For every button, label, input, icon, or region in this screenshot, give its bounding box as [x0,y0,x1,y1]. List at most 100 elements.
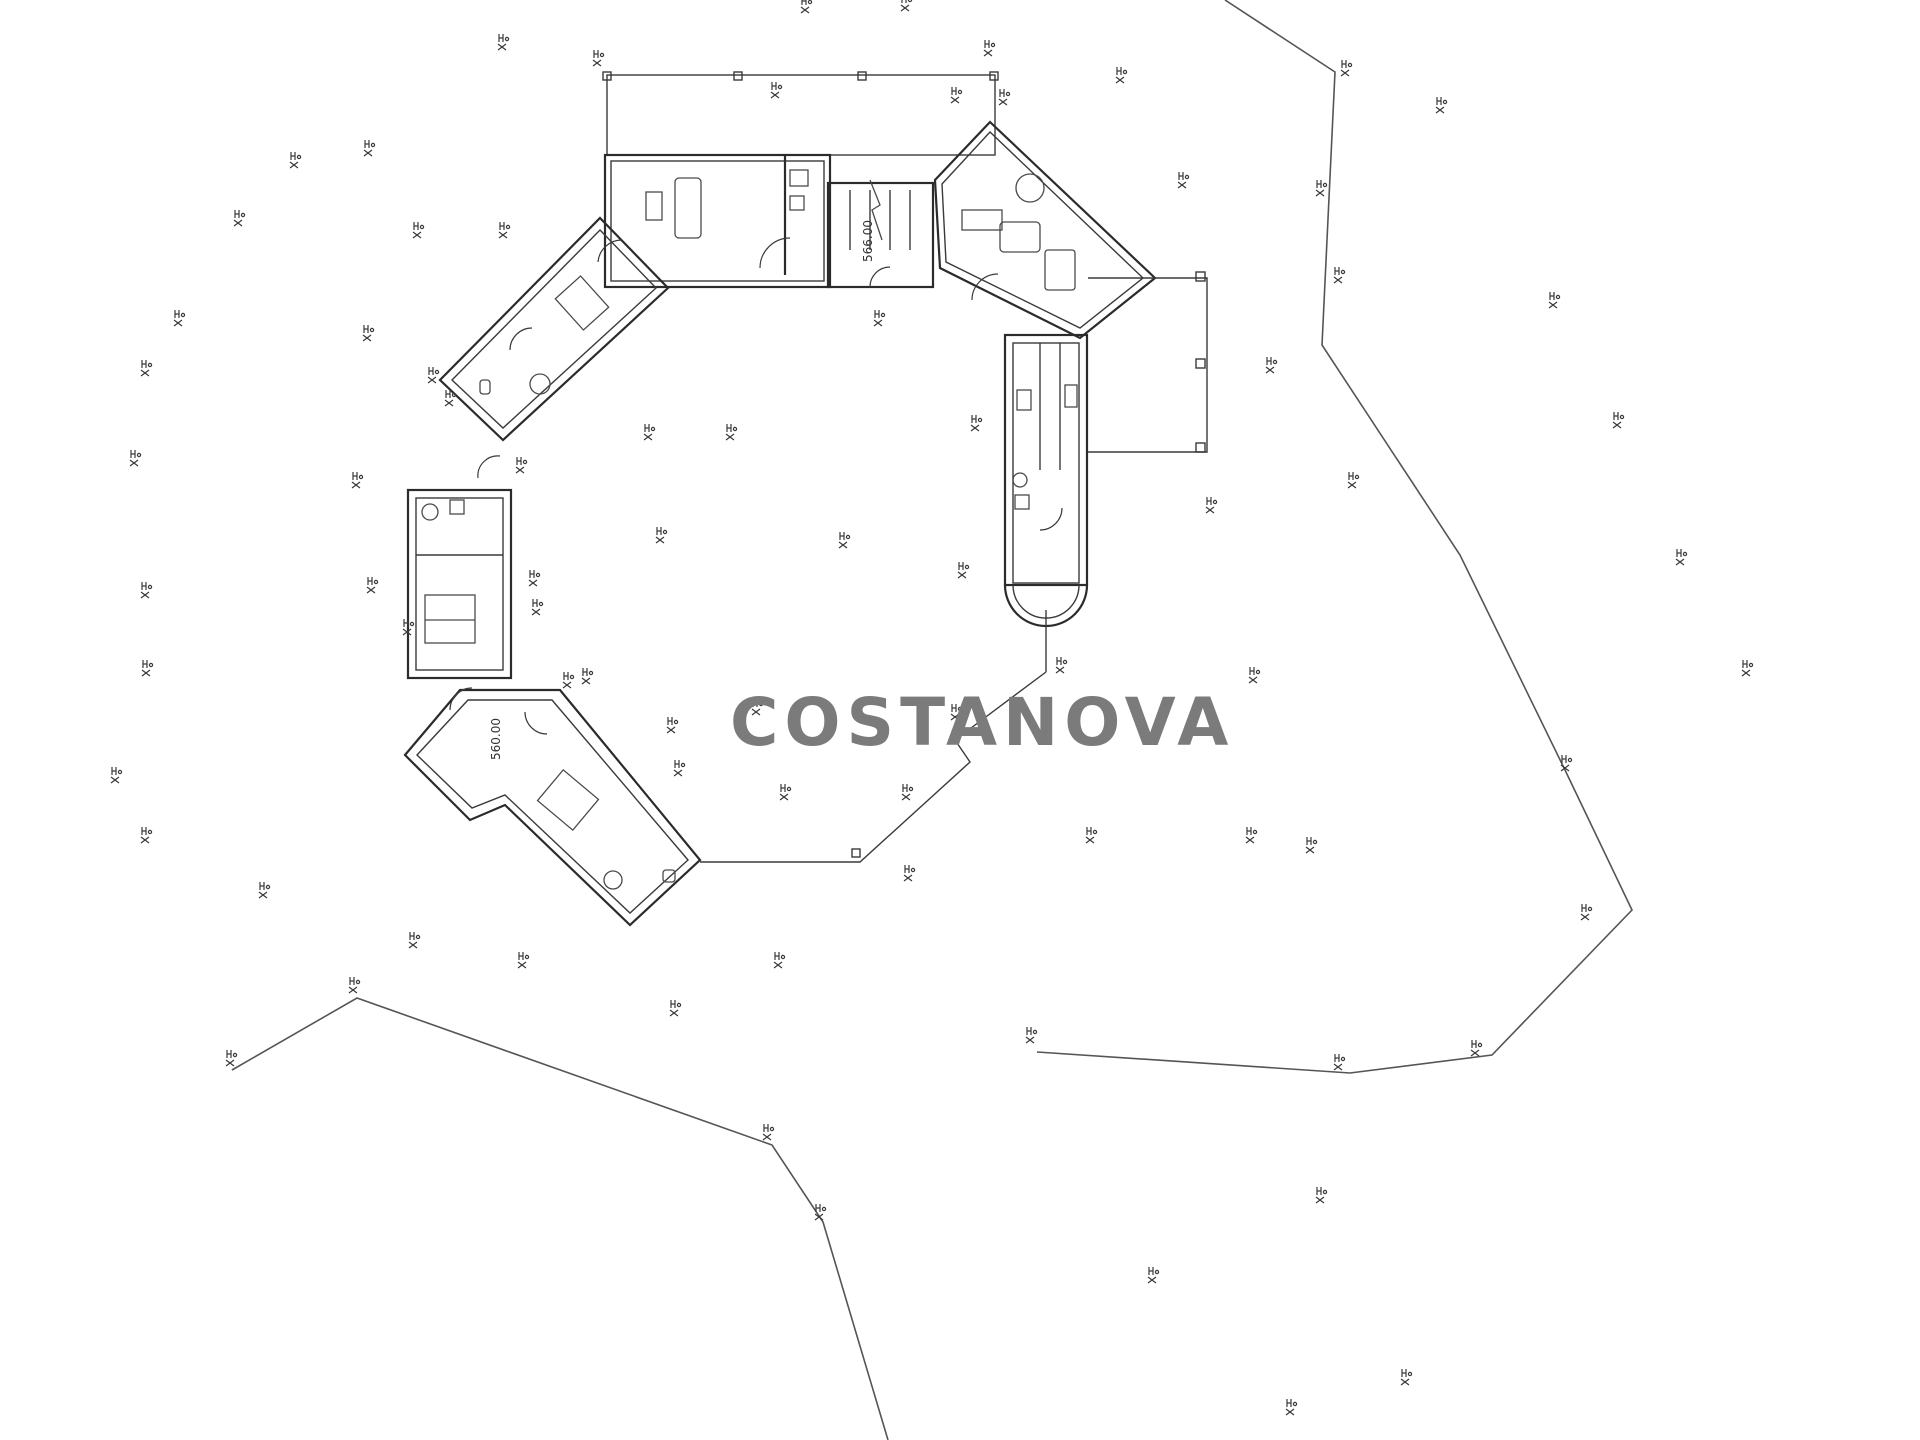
tree-survey-icon [517,952,530,969]
tree-survey-icon [901,784,914,801]
tree-markers [110,0,1754,1416]
staircase [826,179,935,289]
tree-survey-icon [366,577,379,594]
tree-survey-icon [1305,837,1318,854]
tree-survey-icon [592,50,605,67]
tree-survey-icon [773,952,786,969]
tree-survey-icon [1315,1187,1328,1204]
tree-survey-icon [1285,1399,1298,1416]
tree-survey-icon [363,140,376,157]
tree-survey-icon [673,760,686,777]
tree-survey-icon [498,222,511,239]
tree-survey-icon [140,360,153,377]
tree-survey-icon [351,472,364,489]
tree-survey-icon [1548,292,1561,309]
tree-survey-icon [1400,1369,1413,1386]
dimension-label-lower: 560.00 [489,718,503,760]
tree-survey-icon [669,1000,682,1017]
tree-survey-icon [531,599,544,616]
tree-survey-icon [348,977,361,994]
brand-logo-text: COSTANOVA [730,684,1234,761]
tree-survey-icon [412,222,425,239]
tree-survey-icon [562,672,575,689]
tree-survey-icon [140,827,153,844]
tree-survey-icon [1340,60,1353,77]
tree-survey-icon [289,152,302,169]
bedroom-wing-left [406,455,513,680]
tree-survey-icon [970,415,983,432]
tree-survey-icon [408,932,421,949]
tree-survey-icon [900,0,913,12]
living-room [603,153,832,289]
tree-survey-icon [402,619,415,636]
tree-survey-icon [1245,827,1258,844]
tree-survey-icon [581,668,594,685]
tree-survey-icon [1560,755,1573,772]
tree-survey-icon [1347,472,1360,489]
tree-survey-icon [950,704,963,721]
tree-survey-icon [1470,1040,1483,1057]
tree-survey-icon [770,82,783,99]
terrain-line-south [231,997,889,1440]
tree-survey-icon [1055,657,1068,674]
tree-survey-icon [1205,497,1218,514]
tree-survey-icon [528,570,541,587]
tree-survey-icon [173,310,186,327]
tree-survey-icon [444,390,457,407]
tree-survey-icon [225,1050,238,1067]
tree-survey-icon [666,717,679,734]
tree-survey-icon [655,527,668,544]
kitchen-dining-wing [933,120,1157,340]
tree-survey-icon [129,450,142,467]
courtyard-outline [700,671,1047,863]
terrain-line-north [1036,0,1633,1074]
tree-survey-icon [800,0,813,14]
tree-survey-icon [998,89,1011,106]
brand-registered-mark: ® [1160,696,1172,710]
brand-watermark: COSTANOVA ® [730,684,1234,761]
tree-survey-icon [1580,904,1593,921]
tree-survey-icon [1025,1027,1038,1044]
tree-survey-icon [950,87,963,104]
tree-survey-icon [427,367,440,384]
tree-survey-icon [873,310,886,327]
tree-survey-icon [1115,67,1128,84]
bedroom-wing-upper-left [438,216,670,442]
tree-survey-icon [1085,827,1098,844]
tree-survey-icon [497,34,510,51]
tree-survey-icon [515,457,528,474]
tree-survey-icon [762,1124,775,1141]
terrain-lines [231,0,1633,1440]
tree-survey-icon [725,424,738,441]
tree-survey-icon [838,532,851,549]
tree-survey-icon [1147,1267,1160,1284]
tree-survey-icon [141,660,154,677]
tree-survey-icon [1333,267,1346,284]
dimension-label-upper: 566.00 [861,220,875,262]
right-wing [1003,333,1089,672]
tree-survey-icon [110,767,123,784]
tree-survey-icon [814,1204,827,1221]
tree-survey-icon [1177,172,1190,189]
pergola-right [1088,271,1208,453]
bedroom-wing-lower-left [403,687,702,927]
tree-survey-icon [903,865,916,882]
tree-survey-icon [1435,97,1448,114]
tree-survey-icon [983,40,996,57]
tree-survey-icon [957,562,970,579]
tree-survey-icon [643,424,656,441]
tree-survey-icon [1315,180,1328,197]
tree-survey-icon [1741,660,1754,677]
tree-survey-icon [1333,1054,1346,1071]
upper-terrace [602,71,999,156]
tree-survey-icon [779,784,792,801]
tree-survey-icon [140,582,153,599]
tree-survey-icon [1265,357,1278,374]
tree-survey-icon [1612,412,1625,429]
tree-survey-icon [1675,549,1688,566]
tree-survey-icon [751,699,764,716]
tree-survey-icon [362,325,375,342]
tree-survey-icon [233,210,246,227]
tree-survey-icon [258,882,271,899]
